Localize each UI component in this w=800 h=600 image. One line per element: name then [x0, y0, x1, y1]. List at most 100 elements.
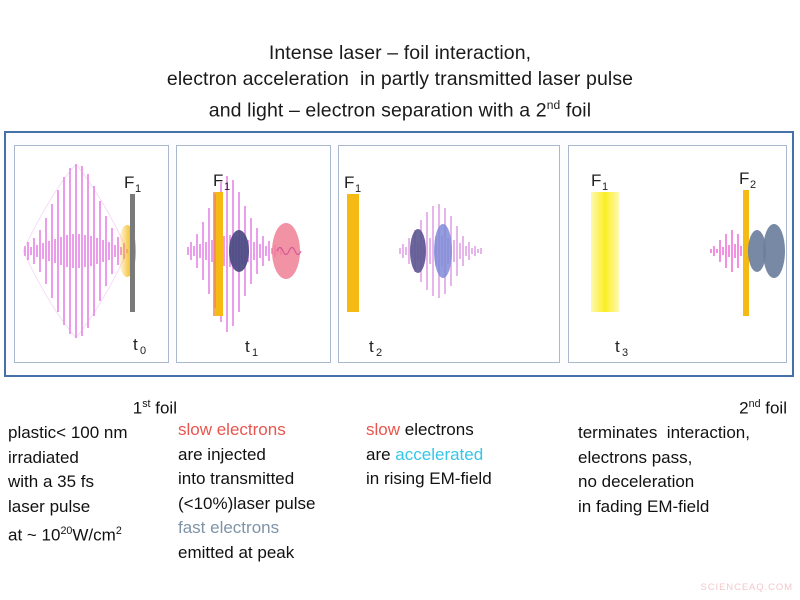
foil-f1: [216, 192, 223, 316]
caption-text: 20: [60, 525, 73, 538]
title-line-1: Intense laser – foil interaction,: [268, 42, 532, 64]
caption-text: electrons: [400, 420, 474, 439]
time-label-t2: t: [369, 337, 374, 356]
caption-column-2: slow electrons are injected into transmitt…: [178, 418, 353, 565]
caption-text: electrons pass,: [578, 447, 693, 467]
title-line-3-text-b: foil: [560, 99, 592, 122]
caption-line: fast electrons: [178, 516, 353, 541]
caption-text: into transmitted: [178, 469, 295, 488]
caption-heading-suffix: foil: [760, 398, 787, 418]
panel-t3: F 1 F 2 t 3: [568, 145, 787, 363]
electron-bunch-1: [748, 230, 766, 272]
accelerated-electron-bunch: [434, 224, 452, 278]
foil-f1-label: F: [124, 173, 134, 192]
panel-t3-figure: F 1 F 2 t 3: [591, 169, 785, 359]
caption-text-slow: slow electrons: [178, 420, 286, 439]
title-line-3: and light – electron separation with a 2…: [0, 92, 800, 124]
foil-f1-sublabel: 1: [135, 183, 141, 195]
caption-line: in fading EM-field: [578, 495, 793, 520]
time-label-t1: t: [245, 337, 250, 356]
panel-t1-figure: F 1 t 1: [187, 171, 302, 359]
caption-text: emitted at peak: [178, 542, 295, 562]
caption-line: terminates interaction,: [578, 421, 793, 446]
caption-line: in rising EM-field: [366, 467, 556, 492]
foil-f1-label: F: [344, 173, 354, 192]
time-sublabel-t0: 0: [140, 345, 146, 357]
caption-line: emitted at peak: [178, 541, 353, 566]
foil-f1-sublabel: 1: [602, 181, 608, 193]
caption-text: are: [366, 444, 396, 464]
laser-pulse-incoming: [24, 164, 128, 338]
residual-wave: [276, 246, 302, 256]
caption-heading-suffix: foil: [150, 398, 177, 418]
caption-line: into transmitted: [178, 467, 353, 492]
caption-text-accel: accelerated: [395, 444, 484, 464]
foil-f1-label: F: [591, 171, 601, 190]
caption-line: irradiated: [8, 446, 183, 471]
caption-text-fast: fast electrons: [178, 518, 280, 537]
caption-line: are accelerated: [366, 443, 556, 468]
residual-light-wave: [710, 230, 742, 272]
caption-heading-superscript: st: [142, 398, 151, 410]
caption-text: in fading EM-field: [578, 496, 710, 516]
caption-line: (<10%)laser pulse: [178, 492, 353, 517]
caption-heading-text: 1: [132, 398, 143, 418]
caption-line: plastic< 100 nm: [8, 421, 183, 446]
caption-text-slow: slow: [366, 420, 401, 439]
pulse-envelope-lower: [22, 250, 128, 339]
panel-t2: F 1: [338, 145, 560, 363]
foil-f1-front-edge: [213, 192, 216, 316]
caption-text: with a 35 fs: [8, 472, 94, 492]
caption-heading-text: 2: [739, 398, 749, 418]
panel-t0: F 1 t 0: [14, 145, 169, 363]
title-line-3-text-a: and light – electron separation with a 2: [208, 99, 547, 122]
time-sublabel-t1: 1: [252, 347, 258, 359]
caption-text: terminates interaction,: [578, 423, 750, 443]
foil-f1: [130, 194, 135, 312]
caption-line: no deceleration: [578, 470, 793, 495]
foil-f2-sublabel: 2: [750, 179, 756, 191]
caption-text: W/cm: [72, 525, 116, 545]
foil-f1: [347, 194, 359, 312]
title-line-2: electron acceleration in partly transmit…: [166, 68, 634, 90]
time-sublabel-t2: 2: [376, 347, 382, 359]
fast-electron-bunch: [272, 223, 300, 279]
pulse-envelope-upper: [22, 163, 128, 252]
panel-t0-figure: F 1 t 0: [22, 163, 146, 357]
caption-line: are injected: [178, 443, 353, 468]
caption-text: (<10%)laser pulse: [178, 493, 316, 513]
electron-bunch-2: [763, 224, 785, 278]
foil-f1-sublabel: 1: [355, 183, 361, 195]
caption-text: 2: [115, 525, 122, 538]
panel-t1: F 1 t 1: [176, 145, 331, 363]
caption-text: in rising EM-field: [366, 469, 492, 488]
foil-f1-sublabel: 1: [224, 181, 230, 193]
diagram-title: Intense laser – foil interaction, electr…: [0, 40, 800, 124]
panel-t2-figure: F 1: [344, 173, 482, 359]
caption-text: at ~ 10: [8, 525, 61, 545]
caption-text: plastic< 100 nm: [8, 423, 128, 443]
caption-line: at ~ 1020W/cm2: [8, 519, 183, 548]
foil-f1: [591, 192, 619, 312]
caption-heading-1: 1st foil: [8, 392, 183, 421]
time-label-t0: t: [133, 335, 138, 354]
caption-heading-4: 2nd foil: [578, 392, 793, 421]
panels-frame: F 1 t 0: [4, 131, 794, 377]
caption-line: slow electrons: [178, 418, 353, 443]
foil-f1-label: F: [213, 171, 223, 190]
caption-heading-superscript: nd: [748, 398, 761, 410]
caption-line: slow electrons: [366, 418, 556, 443]
foil-f2-label: F: [739, 169, 749, 188]
caption-line: electrons pass,: [578, 446, 793, 471]
title-line-3-superscript: nd: [546, 98, 561, 112]
time-sublabel-t3: 3: [622, 347, 628, 359]
slow-electron-bunch: [410, 229, 426, 273]
caption-text: laser pulse: [8, 496, 91, 516]
caption-text: are injected: [178, 444, 266, 464]
caption-line: laser pulse: [8, 495, 183, 520]
caption-text: no deceleration: [578, 472, 695, 492]
site-watermark: SCIENCEAQ.COM: [700, 582, 793, 593]
